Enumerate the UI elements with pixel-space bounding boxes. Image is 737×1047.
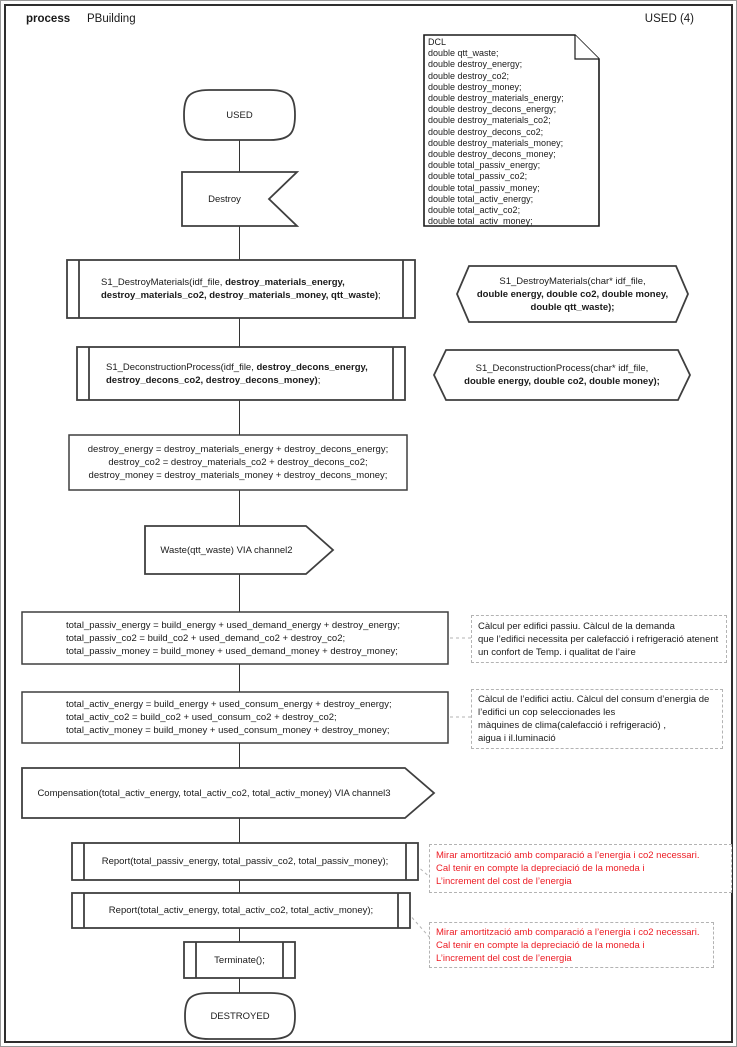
decl-deconstruction: S1_DeconstructionProcess(char* idf_file,… bbox=[433, 349, 691, 401]
task-destroy-totals-text: destroy_energy = destroy_materials_energ… bbox=[87, 444, 389, 481]
process-name: PBuilding bbox=[87, 13, 136, 25]
call-report-activ-label: Report(total_activ_energy, total_activ_c… bbox=[108, 905, 374, 916]
call-terminate: Terminate(); bbox=[183, 941, 296, 979]
call-destroy-materials-text: S1_DestroyMaterials(idf_file, destroy_ma… bbox=[101, 277, 381, 301]
task-total-activ: total_activ_energy = build_energy + used… bbox=[21, 691, 449, 744]
output-compensation-label: Compensation(total_activ_energy, total_a… bbox=[37, 787, 391, 799]
task-destroy-totals: destroy_energy = destroy_materials_energ… bbox=[68, 434, 408, 491]
state-used: USED bbox=[183, 89, 296, 141]
state-used-label: USED bbox=[226, 109, 253, 121]
decl-destroy-materials: S1_DestroyMaterials(char* idf_file,doubl… bbox=[456, 265, 689, 323]
task-total-passiv-text: total_passiv_energy = build_energy + use… bbox=[66, 619, 401, 657]
decl-destroy-materials-text: S1_DestroyMaterials(char* idf_file,doubl… bbox=[476, 275, 669, 313]
call-report-passiv: Report(total_passiv_energy, total_passiv… bbox=[71, 842, 419, 881]
note-fold-icon bbox=[423, 34, 600, 227]
call-terminate-label: Terminate(); bbox=[214, 954, 265, 966]
call-deconstruction-text: S1_DeconstructionProcess(idf_file, destr… bbox=[106, 361, 368, 386]
comment-report-activ: Mirar amortització amb comparació a l’en… bbox=[429, 922, 714, 968]
comment-passiv: Càlcul per edifici passiu. Càlcul de la … bbox=[471, 615, 727, 663]
output-waste: Waste(qtt_waste) VIA channel2 bbox=[144, 525, 335, 575]
decl-deconstruction-text: S1_DeconstructionProcess(char* idf_file,… bbox=[464, 363, 660, 387]
call-report-activ: Report(total_activ_energy, total_activ_c… bbox=[71, 892, 411, 929]
call-deconstruction: S1_DeconstructionProcess(idf_file, destr… bbox=[76, 346, 406, 401]
call-destroy-materials: S1_DestroyMaterials(idf_file, destroy_ma… bbox=[66, 259, 416, 319]
diagram-frame bbox=[4, 4, 733, 1043]
state-destroyed: DESTROYED bbox=[184, 992, 296, 1040]
output-waste-label: Waste(qtt_waste) VIA channel2 bbox=[160, 544, 293, 556]
comment-activ: Càlcul de l’edifici actiu. Càlcul del co… bbox=[471, 689, 723, 749]
task-total-activ-text: total_activ_energy = build_energy + used… bbox=[66, 699, 392, 736]
task-total-passiv: total_passiv_energy = build_energy + use… bbox=[21, 611, 449, 665]
process-kind-label: process bbox=[26, 13, 71, 25]
call-report-passiv-label: Report(total_passiv_energy, total_passiv… bbox=[101, 856, 389, 867]
comment-report-passiv: Mirar amortització amb comparació a l’en… bbox=[429, 844, 732, 893]
output-compensation: Compensation(total_activ_energy, total_a… bbox=[21, 767, 436, 819]
state-destroyed-label: DESTROYED bbox=[210, 1010, 270, 1022]
input-destroy-label: Destroy bbox=[208, 193, 241, 205]
page-reference: USED (4) bbox=[644, 13, 694, 25]
input-destroy: Destroy bbox=[181, 171, 300, 227]
